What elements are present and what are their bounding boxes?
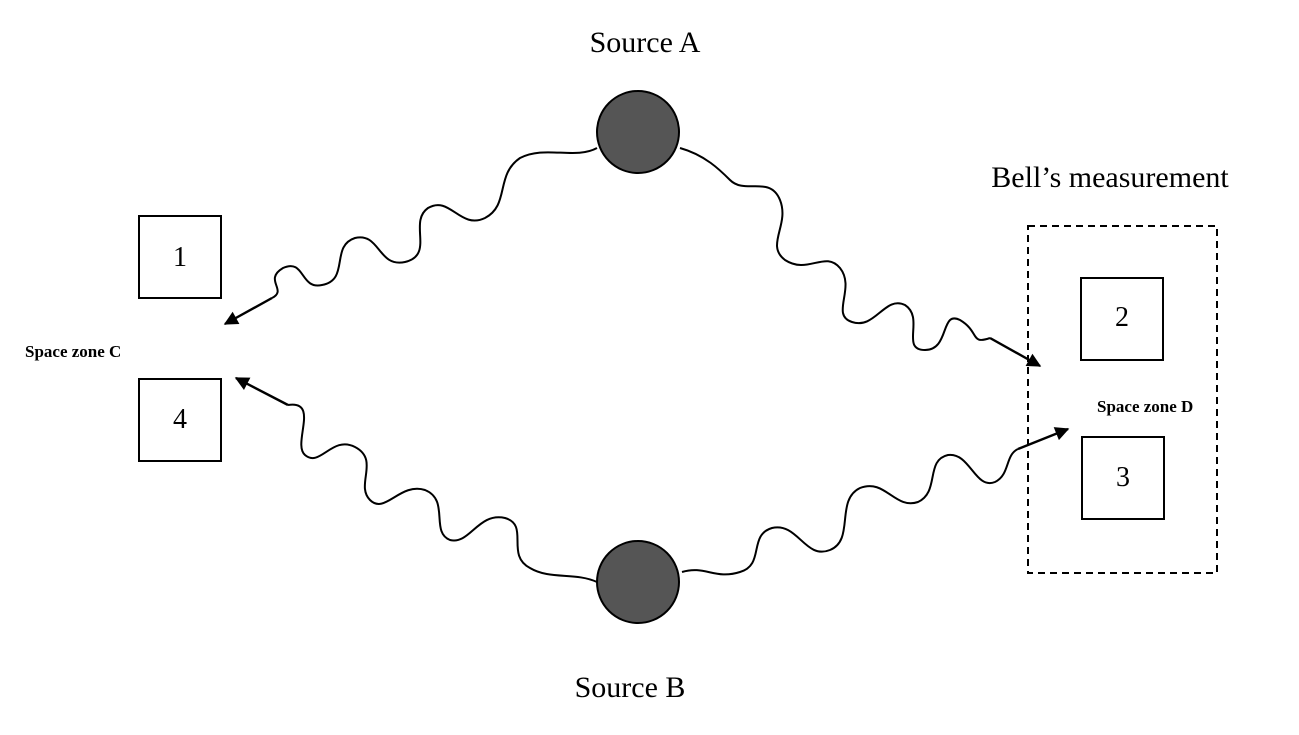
source-b-label: Source B <box>575 671 686 704</box>
source-a-particle <box>596 90 680 174</box>
box-4: 4 <box>138 378 222 462</box>
box-4-number: 4 <box>173 404 187 435</box>
box-1-number: 1 <box>173 242 187 273</box>
box-1: 1 <box>138 215 222 299</box>
arrow-to-zone-c-upper <box>223 296 273 326</box>
arrow-to-zone-d-upper <box>989 336 1042 368</box>
box-3: 3 <box>1081 436 1165 520</box>
space-zone-c-label: Space zone C <box>25 342 121 361</box>
box-2-number: 2 <box>1115 302 1129 333</box>
source-b-particle <box>596 540 680 624</box>
wave-source-a-to-zone-c <box>271 147 598 299</box>
source-a-label: Source A <box>590 26 701 59</box>
arrow-to-zone-d-lower <box>1017 427 1070 451</box>
wave-source-b-to-zone-d <box>681 448 1019 576</box>
bell-measurement-label: Bell’s measurement <box>991 161 1229 194</box>
arrow-to-zone-c-lower <box>234 376 289 407</box>
space-zone-d-label: Space zone D <box>1097 397 1193 416</box>
bell-measurement-region <box>1027 225 1218 574</box>
box-3-number: 3 <box>1116 462 1130 493</box>
wave-source-b-to-zone-c <box>287 403 598 583</box>
box-2: 2 <box>1080 277 1164 361</box>
wave-source-a-to-zone-d <box>679 147 991 352</box>
